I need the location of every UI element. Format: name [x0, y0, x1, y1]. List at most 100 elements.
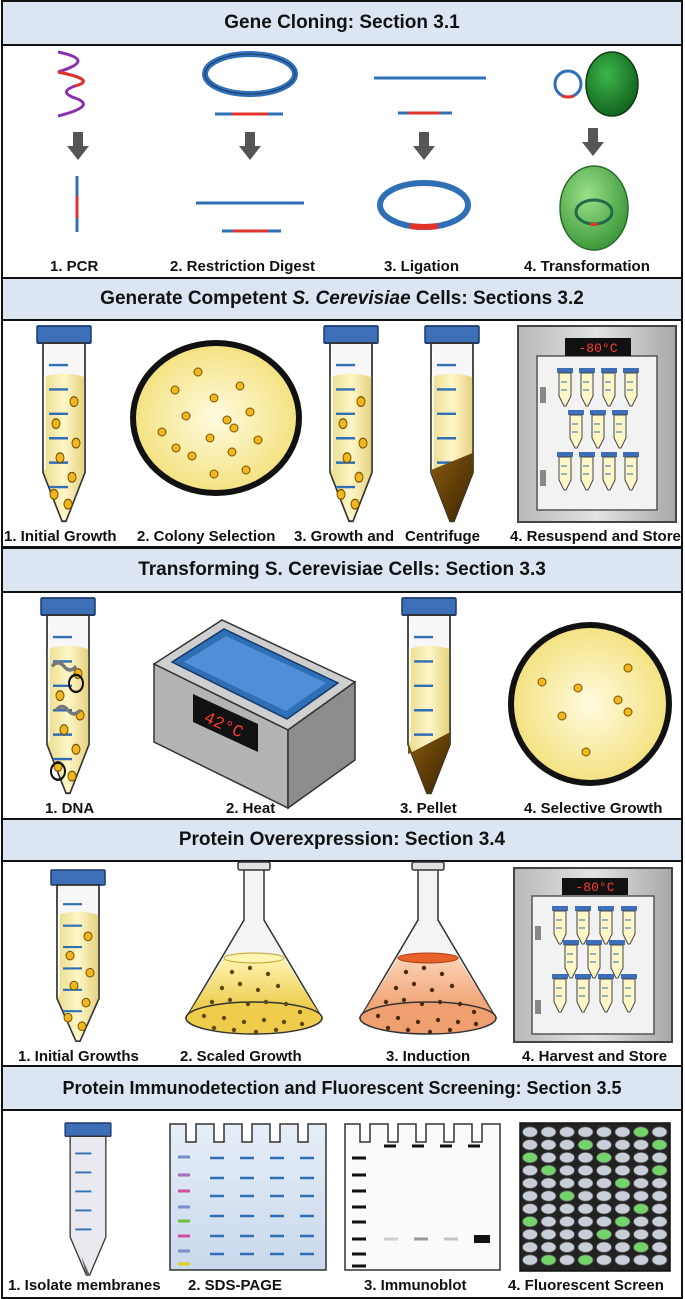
- plate-well: [596, 1241, 612, 1253]
- fluorescent-well: [633, 1126, 649, 1138]
- section-title-part: Generate Competent: [100, 288, 293, 309]
- step-label-transformation: 4. Transformation: [524, 258, 650, 275]
- plate-well: [633, 1254, 649, 1266]
- fluorescent-well: [577, 1139, 594, 1151]
- step-label-pellet: 3. Pellet: [400, 800, 457, 817]
- plate-well: [596, 1139, 612, 1151]
- fluorescent-well: [633, 1241, 649, 1253]
- plate-well: [559, 1216, 575, 1228]
- step-label-induction: 3. Induction: [386, 1048, 471, 1065]
- step-label-heat: 2. Heat: [226, 800, 276, 817]
- plate-well: [540, 1216, 557, 1228]
- induction-flask: [358, 861, 498, 1035]
- restriction-digest-figure: [196, 51, 304, 233]
- plate-well: [559, 1203, 575, 1215]
- selective-growth-plate: [508, 622, 672, 786]
- plate-well: [651, 1228, 668, 1241]
- fluorescent-well: [540, 1164, 557, 1177]
- plate-well: [559, 1139, 575, 1151]
- plate-well: [596, 1126, 612, 1138]
- plate-well: [522, 1228, 538, 1241]
- plate-well: [633, 1139, 649, 1151]
- plate-well: [522, 1164, 538, 1177]
- plate-well: [540, 1228, 557, 1241]
- plate-well: [596, 1164, 612, 1177]
- pcr-figure: [57, 50, 89, 232]
- plate-well: [651, 1216, 668, 1228]
- freezer-temp-display: -80°C: [578, 341, 617, 356]
- fluorescent-well: [596, 1152, 612, 1164]
- step-label-initial-growth: 1. Initial Growth: [4, 528, 117, 545]
- colony-selection-plate: [130, 340, 302, 496]
- step-label-isolate-membranes: 1. Isolate membranes: [8, 1277, 161, 1294]
- plate-well: [559, 1126, 575, 1138]
- initial-growths-tube: [49, 868, 107, 1043]
- plate-well: [651, 1152, 668, 1164]
- plate-well: [577, 1203, 594, 1215]
- plate-well: [540, 1139, 557, 1151]
- fluorescent-well: [633, 1203, 649, 1215]
- plate-well: [540, 1203, 557, 1215]
- step-label-fluorescent-screen: 4. Fluorescent Screen: [508, 1277, 664, 1294]
- plate-well: [614, 1152, 631, 1164]
- plate-well: [614, 1228, 631, 1241]
- plate-well: [596, 1203, 612, 1215]
- plate-well: [522, 1177, 538, 1189]
- step-label-pcr: 1. PCR: [50, 258, 99, 275]
- plate-well: [522, 1254, 538, 1266]
- plate-well: [540, 1241, 557, 1253]
- step-label-sds-page: 2. SDS-PAGE: [188, 1277, 282, 1294]
- fluorescent-well: [522, 1152, 538, 1164]
- step-label-resuspend-store: 4. Resuspend and Store: [510, 528, 681, 545]
- plate-well: [614, 1164, 631, 1177]
- pellet-tube: [400, 596, 458, 795]
- plate-well: [522, 1203, 538, 1215]
- plate-well: [596, 1177, 612, 1189]
- section-title-part: Cells: Sections 3.2: [410, 288, 584, 309]
- plate-well: [651, 1126, 668, 1138]
- plate-well: [596, 1254, 612, 1266]
- plate-well: [633, 1228, 649, 1241]
- scaled-growth-flask: [184, 861, 324, 1035]
- fluorescent-screen-plate: [519, 1122, 671, 1272]
- dna-tube: [39, 596, 97, 795]
- plate-well: [577, 1190, 594, 1202]
- freezer-2: -80°C: [513, 867, 673, 1043]
- fluorescent-well: [577, 1254, 594, 1266]
- plate-well: [522, 1126, 538, 1138]
- plate-well: [614, 1203, 631, 1215]
- fluorescent-well: [540, 1254, 557, 1266]
- plate-well: [577, 1228, 594, 1241]
- plate-well: [614, 1241, 631, 1253]
- ligation-figure: [374, 76, 486, 230]
- plate-well: [633, 1177, 649, 1189]
- step-label-growth-and: 3. Growth and: [294, 528, 395, 545]
- plate-well: [540, 1126, 557, 1138]
- plate-well: [522, 1139, 538, 1151]
- fluorescent-well: [614, 1177, 631, 1189]
- section-title-species: S. Cerevisiae: [292, 288, 411, 309]
- step-label-selective-growth: 4. Selective Growth: [524, 800, 663, 817]
- section-header-overexpression: Protein Overexpression: Section 3.4: [1, 818, 683, 862]
- section-title: Protein Overexpression: Section 3.4: [178, 829, 506, 850]
- step-label-colony-selection: 2. Colony Selection: [137, 528, 276, 545]
- plate-well: [577, 1216, 594, 1228]
- fluorescent-well: [651, 1164, 668, 1177]
- plate-well: [633, 1190, 649, 1202]
- immunoblot-membrane: [344, 1123, 501, 1271]
- plate-well: [540, 1177, 557, 1189]
- plate-well: [559, 1152, 575, 1164]
- initial-growth-tube: [35, 324, 93, 523]
- plate-well: [614, 1139, 631, 1151]
- plate-well: [614, 1254, 631, 1266]
- plate-well: [559, 1228, 575, 1241]
- fluorescent-well: [596, 1228, 612, 1241]
- section-title: Transforming S. Cerevisiae Cells: Sectio…: [138, 559, 546, 580]
- step-label-centrifuge: Centrifuge: [405, 528, 480, 545]
- plate-well: [540, 1152, 557, 1164]
- transformation-figure: [553, 51, 639, 251]
- plate-well: [577, 1126, 594, 1138]
- plate-well: [559, 1241, 575, 1253]
- plate-well: [596, 1216, 612, 1228]
- plate-well: [614, 1190, 631, 1202]
